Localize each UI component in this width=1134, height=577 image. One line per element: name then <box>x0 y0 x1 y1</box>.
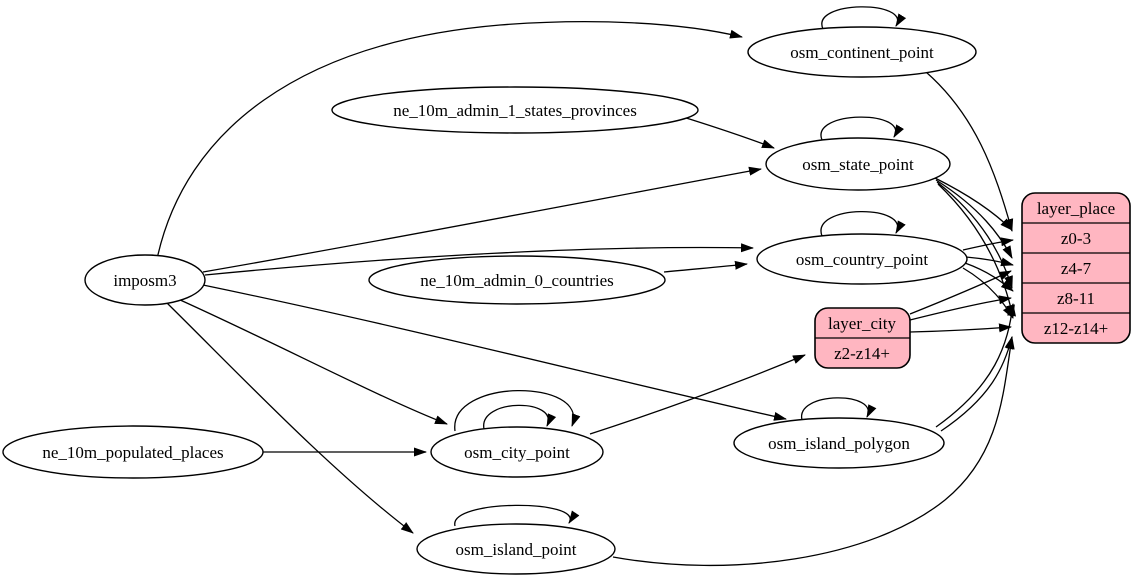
node-osm-city-point-label: osm_city_point <box>464 443 570 462</box>
node-ne-10m-admin-0-countries-shape <box>368 255 666 305</box>
record-layer-place-row-z12-z14: z12-z14+ <box>1044 319 1108 338</box>
record-layer-city-row-z2-z14: z2-z14+ <box>834 344 890 363</box>
node-ne-10m-admin-1-states-provinces-label: ne_10m_admin_1_states_provinces <box>393 101 637 120</box>
node-osm-country-point-shape <box>756 233 968 285</box>
edge-imposm3-to-osm-continent-point <box>156 21 743 260</box>
node-imposm3: imposm3 <box>84 254 206 306</box>
edge-osm-island-point-to-layer-place-z12-z14 <box>612 336 1015 567</box>
node-osm-island-point: osm_island_point <box>416 523 616 575</box>
node-osm-continent-point-shape <box>747 26 977 78</box>
self-loop-osm-island-polygon <box>801 397 877 421</box>
edge-osm-continent-point-to-layer-place-z0-3 <box>925 71 1014 232</box>
edge-osm-country-point-to-layer-place-z12-z14 <box>962 267 1014 319</box>
self-loop-osm-continent-point <box>821 6 907 30</box>
self-loop-osm-island-point <box>454 504 580 527</box>
edge-osm-state-point-to-layer-place-z0-3 <box>934 177 1013 231</box>
node-osm-state-point: osm_state_point <box>765 137 951 191</box>
edge-osm-country-point-to-layer-place-z4-7 <box>965 256 1014 267</box>
node-ne-10m-populated-places-shape <box>2 425 264 479</box>
node-imposm3-shape <box>84 254 206 306</box>
node-osm-state-point-shape <box>765 137 951 191</box>
record-layer-place-row-z4-7: z4-7 <box>1061 259 1092 278</box>
edges-group <box>156 6 1017 567</box>
node-ne-10m-admin-1-states-provinces: ne_10m_admin_1_states_provinces <box>331 86 699 134</box>
node-ne-10m-admin-0-countries-label: ne_10m_admin_0_countries <box>420 271 614 290</box>
edge-ne-10m-admin-0-countries-to-osm-country-point <box>663 260 748 273</box>
edge-osm-state-point-to-layer-place-z4-7 <box>935 179 1013 259</box>
edge-ne-10m-admin-1-states-provinces-to-osm-state-point <box>682 116 775 149</box>
self-loop-osm-country-point <box>820 210 906 237</box>
node-ne-10m-admin-1-states-provinces-shape <box>331 86 699 134</box>
node-imposm3-label: imposm3 <box>113 271 176 290</box>
node-osm-city-point: osm_city_point <box>430 426 604 478</box>
self-loop-osm-state-point <box>820 116 904 141</box>
self-loop-osm-city-point-outer <box>454 389 581 432</box>
edge-osm-country-point-to-layer-place-z0-3 <box>962 237 1014 251</box>
edge-imposm3-to-osm-country-point <box>204 243 754 276</box>
node-osm-continent-point: osm_continent_point <box>747 26 977 78</box>
node-ne-10m-admin-0-countries: ne_10m_admin_0_countries <box>368 255 666 305</box>
node-osm-country-point: osm_country_point <box>756 233 968 285</box>
record-layer-place-row-z8-11: z8-11 <box>1057 289 1095 308</box>
record-layer-place: layer_place z0-3 z4-7 z8-11 z12-z14+ <box>1021 192 1131 344</box>
edge-layer-city-to-layer-place-z12-z14 <box>909 323 1012 333</box>
edge-osm-island-polygon-to-layer-place-z8-11 <box>935 303 1017 428</box>
edge-layer-city-to-layer-place-z8-11 <box>909 295 1012 321</box>
node-osm-state-point-label: osm_state_point <box>802 155 914 174</box>
node-osm-continent-point-label: osm_continent_point <box>790 43 934 62</box>
node-osm-island-polygon-label: osm_island_polygon <box>768 434 910 453</box>
node-osm-island-polygon-shape <box>733 417 945 469</box>
node-osm-country-point-label: osm_country_point <box>796 250 928 269</box>
record-layer-place-title: layer_place <box>1037 199 1115 218</box>
edge-imposm3-to-osm-state-point <box>202 166 762 273</box>
record-layer-place-box <box>1021 192 1131 344</box>
node-ne-10m-populated-places: ne_10m_populated_places <box>2 425 264 479</box>
node-osm-island-point-shape <box>416 523 616 575</box>
record-layer-place-row-z0-3: z0-3 <box>1061 229 1091 248</box>
self-loop-osm-city-point-inner <box>483 404 557 430</box>
edge-imposm3-to-osm-island-point <box>166 302 414 534</box>
node-osm-island-polygon: osm_island_polygon <box>733 417 945 469</box>
edge-imposm3-to-osm-island-polygon <box>202 284 787 421</box>
edge-osm-country-point-to-layer-place-z8-11 <box>964 262 1014 292</box>
record-layer-city: layer_city z2-z14+ <box>814 307 911 369</box>
node-ne-10m-populated-places-label: ne_10m_populated_places <box>42 443 223 462</box>
record-layer-city-title: layer_city <box>828 314 896 333</box>
edge-osm-city-point-to-layer-city-z2-z14 <box>589 354 806 435</box>
node-osm-city-point-shape <box>430 426 604 478</box>
edge-layer-city-to-layer-place-z4-7 <box>909 270 1012 315</box>
edge-imposm3-to-osm-city-point <box>177 298 448 425</box>
node-osm-island-point-label: osm_island_point <box>456 540 577 559</box>
